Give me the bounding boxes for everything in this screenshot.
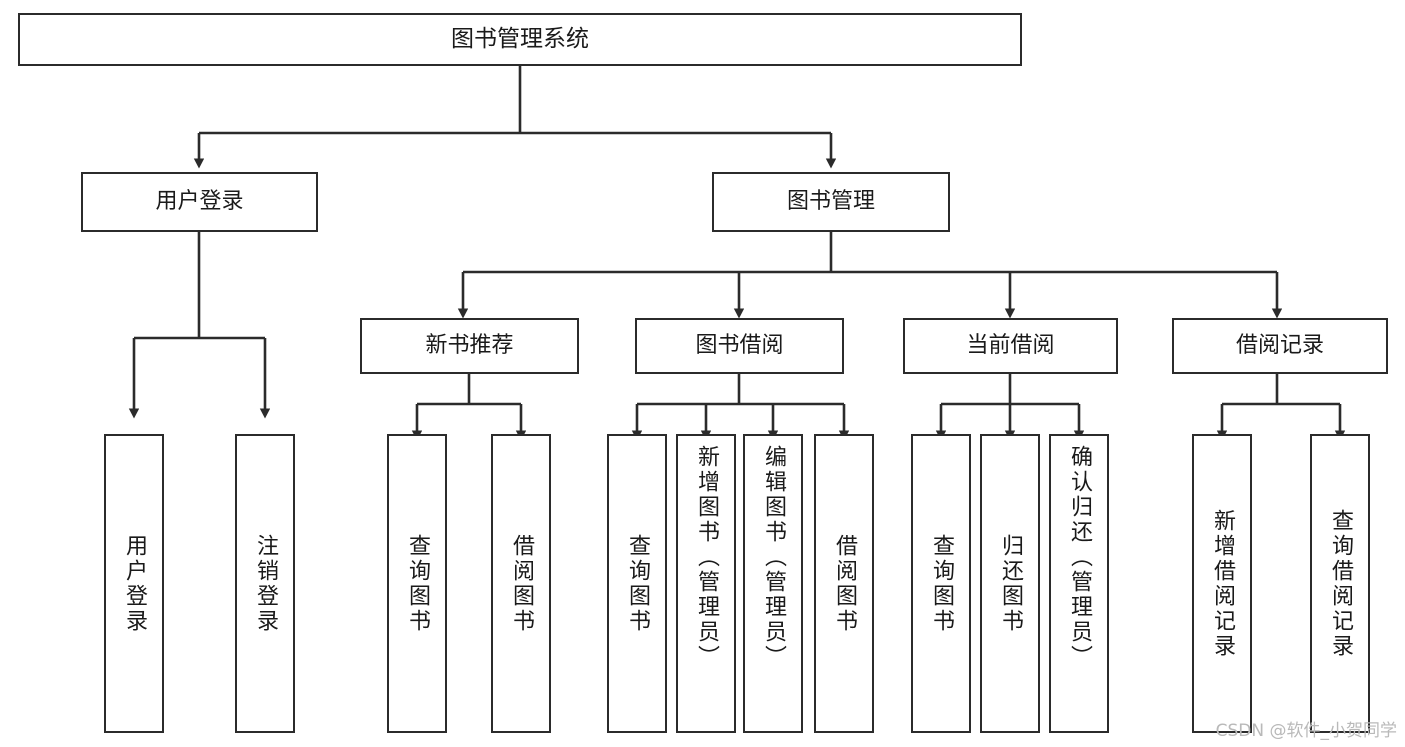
node-root-system[interactable]: 图书管理系统 — [18, 13, 1022, 66]
node-label: 借阅记录 — [1235, 333, 1324, 359]
node-label: 归还图书 — [998, 533, 1023, 634]
leaf-user-logout[interactable]: 注销登录 — [235, 434, 295, 733]
node-label: 新增借阅记录 — [1210, 508, 1235, 659]
leaf-query-book-recommend[interactable]: 查询图书 — [387, 434, 447, 733]
node-label: 查询图书 — [625, 533, 650, 634]
node-label: 确认归还（管理员） — [1067, 445, 1092, 670]
leaf-edit-book-admin[interactable]: 编辑图书（管理员） — [743, 434, 803, 733]
leaf-query-book-borrow[interactable]: 查询图书 — [607, 434, 667, 733]
leaf-return-book[interactable]: 归还图书 — [980, 434, 1040, 733]
node-user-login[interactable]: 用户登录 — [81, 172, 318, 232]
leaf-query-book-current[interactable]: 查询图书 — [911, 434, 971, 733]
node-label: 用户登录 — [122, 533, 147, 634]
node-label: 借阅图书 — [509, 533, 534, 634]
node-label: 编辑图书（管理员） — [761, 445, 786, 670]
node-new-book-recommend[interactable]: 新书推荐 — [360, 318, 579, 374]
node-label: 图书管理系统 — [451, 26, 589, 53]
leaf-add-borrow-record[interactable]: 新增借阅记录 — [1192, 434, 1252, 733]
leaf-borrow-book[interactable]: 借阅图书 — [814, 434, 874, 733]
node-label: 图书借阅 — [695, 333, 784, 359]
node-book-borrow[interactable]: 图书借阅 — [635, 318, 844, 374]
node-current-borrow[interactable]: 当前借阅 — [903, 318, 1118, 374]
node-borrow-record[interactable]: 借阅记录 — [1172, 318, 1388, 374]
node-book-management[interactable]: 图书管理 — [712, 172, 950, 232]
csdn-watermark: CSDN @软件_小贺同学 — [1215, 721, 1397, 741]
node-label: 查询图书 — [405, 533, 430, 634]
node-label: 查询图书 — [929, 533, 954, 634]
node-label: 图书管理 — [786, 189, 875, 215]
node-label: 当前借阅 — [966, 333, 1055, 359]
node-label: 新书推荐 — [425, 333, 514, 359]
leaf-user-login[interactable]: 用户登录 — [104, 434, 164, 733]
leaf-query-borrow-record[interactable]: 查询借阅记录 — [1310, 434, 1370, 733]
node-label: 注销登录 — [253, 533, 278, 634]
node-label: 用户登录 — [155, 189, 244, 215]
node-label: 新增图书（管理员） — [694, 445, 719, 670]
node-label: 查询借阅记录 — [1328, 508, 1353, 659]
node-label: 借阅图书 — [832, 533, 857, 634]
leaf-confirm-return-admin[interactable]: 确认归还（管理员） — [1049, 434, 1109, 733]
leaf-borrow-book-recommend[interactable]: 借阅图书 — [491, 434, 551, 733]
leaf-add-book-admin[interactable]: 新增图书（管理员） — [676, 434, 736, 733]
